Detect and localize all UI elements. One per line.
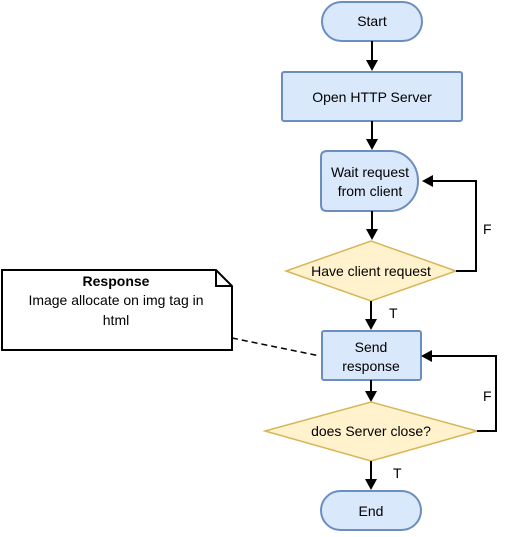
have-client-request-label: Have client request [311, 263, 431, 279]
edge-open-server-to-wait [366, 121, 378, 150]
open-http-server-label: Open HTTP Server [312, 89, 432, 105]
false-label-1: F [483, 221, 492, 237]
edge-wait-to-decision [366, 211, 378, 240]
wait-request-delay: Wait request from client [320, 150, 419, 212]
send-response-process: Send response [321, 330, 422, 381]
open-http-server-process: Open HTTP Server [281, 71, 463, 122]
end-terminal: End [320, 490, 422, 531]
note-association-line [231, 337, 321, 357]
wait-request-label-line2: from client [338, 183, 403, 199]
note-line2: html [103, 312, 129, 328]
start-label: Start [357, 13, 387, 29]
note-line1: Image allocate on img tag in [28, 292, 203, 308]
edge-send-to-close-decision [365, 380, 377, 402]
end-label: End [359, 503, 384, 519]
note-title: Response [83, 273, 150, 289]
edge-start-to-open-server [366, 41, 378, 71]
have-client-request-decision: Have client request [283, 240, 459, 302]
edge-decision-false-loop: F [422, 175, 492, 272]
edge-close-true: T [365, 461, 402, 490]
send-response-label-line1: Send [355, 339, 388, 355]
false-label-2: F [483, 388, 492, 404]
start-terminal: Start [321, 1, 423, 42]
response-note: Response Image allocate on img tag in ht… [1, 269, 233, 351]
wait-request-label-line1: Wait request [331, 164, 409, 180]
true-label-2: T [393, 465, 402, 481]
server-close-decision: does Server close? [262, 401, 480, 462]
edge-decision-true: T [365, 301, 398, 330]
server-close-label: does Server close? [311, 423, 431, 439]
true-label-1: T [389, 305, 398, 321]
edge-close-false-loop: F [421, 350, 497, 432]
send-response-label-line2: response [342, 358, 400, 374]
